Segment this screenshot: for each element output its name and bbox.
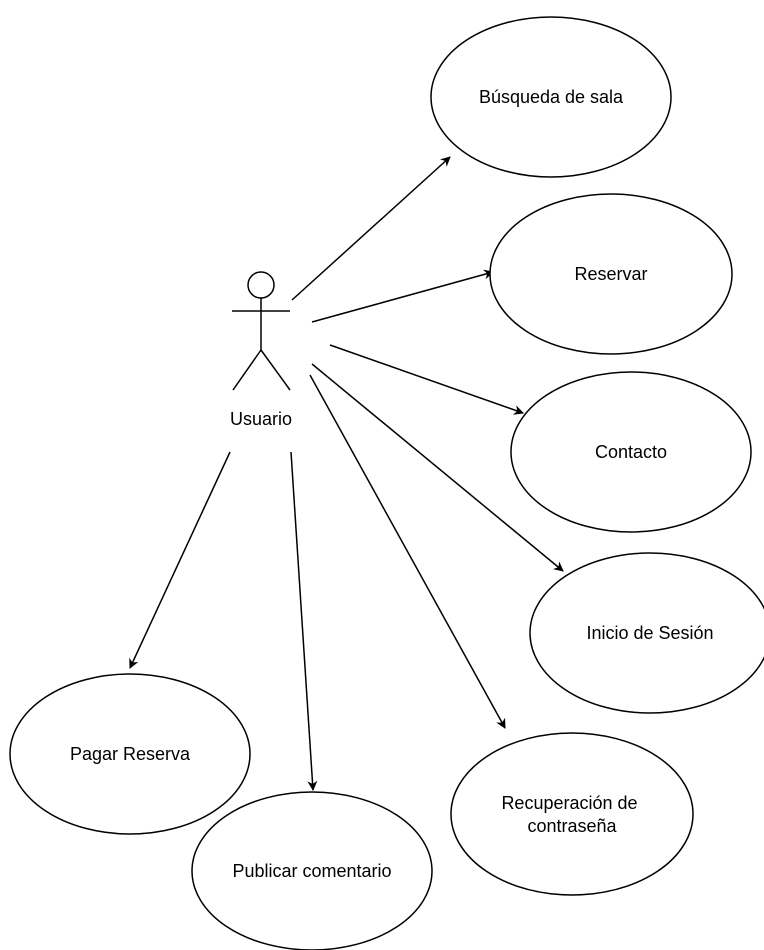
use-case-ellipse <box>510 371 752 533</box>
actor-head <box>247 271 275 299</box>
arrow-to-publicar-comentario <box>290 451 318 791</box>
use-case-label-line: Pagar Reserva <box>70 744 191 764</box>
arrow-to-busqueda-de-sala <box>291 156 451 301</box>
use-case-label-line: Reservar <box>574 264 647 284</box>
use-case-label-line: contraseña <box>527 816 617 836</box>
actor-usuario <box>232 271 291 391</box>
associations <box>129 156 564 791</box>
use-case-ellipse <box>450 732 694 896</box>
use-case-ellipse <box>430 16 672 178</box>
use-case-inicio-de-sesion: Inicio de Sesión <box>529 552 764 714</box>
use-case-ellipse <box>191 791 433 950</box>
actor-right-leg <box>260 349 291 391</box>
use-case-ellipse <box>529 552 764 714</box>
use-case-label-line: Inicio de Sesión <box>586 623 713 643</box>
use-case-busqueda-de-sala: Búsqueda de sala <box>430 16 672 178</box>
use-case-reservar: Reservar <box>489 193 733 355</box>
use-case-publicar-comentario: Publicar comentario <box>191 791 433 950</box>
arrow-to-reservar <box>311 269 494 323</box>
use-case-ellipse <box>9 673 251 835</box>
actor-left-leg <box>232 349 262 391</box>
use-case-ellipse <box>489 193 733 355</box>
arrow-to-contacto <box>329 344 524 415</box>
use-case-label-line: Recuperación de <box>501 793 637 813</box>
use-case-label: Inicio de Sesión <box>586 623 713 643</box>
use-case-label-line: Búsqueda de sala <box>479 87 624 107</box>
use-case-label: Publicar comentario <box>232 861 391 881</box>
actor-label: Usuario <box>230 409 292 429</box>
use-case-label: Contacto <box>595 442 667 462</box>
use-case-contacto: Contacto <box>510 371 752 533</box>
use-case-label: Recuperación de contraseña <box>501 793 642 836</box>
arrow-to-inicio-de-sesion <box>311 363 564 572</box>
arrow-to-recuperacion <box>309 374 506 729</box>
use-case-label-line: Publicar comentario <box>232 861 391 881</box>
arrow-to-pagar-reserva <box>129 451 231 669</box>
use-case-label: Pagar Reserva <box>70 744 191 764</box>
use-case-recuperacion-de-contrasena: Recuperación de contraseña <box>450 732 694 896</box>
use-case-label: Búsqueda de sala <box>479 87 624 107</box>
use-case-label: Reservar <box>574 264 647 284</box>
use-case-pagar-reserva: Pagar Reserva <box>9 673 251 835</box>
use-case-label-line: Contacto <box>595 442 667 462</box>
